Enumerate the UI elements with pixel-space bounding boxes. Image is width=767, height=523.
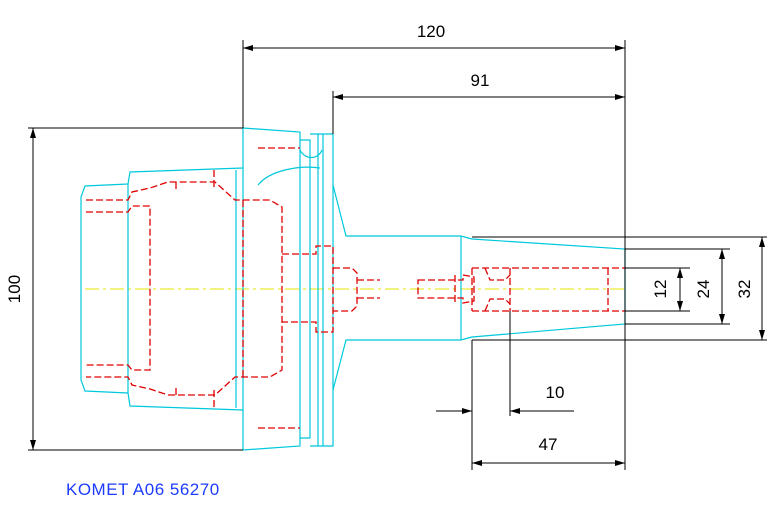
hidden-lines <box>86 147 625 429</box>
dim-inner-diameter: 24 <box>694 280 713 299</box>
dim-bore-depth: 47 <box>539 435 558 454</box>
dim-overall-length: 120 <box>417 22 445 41</box>
dimension-lines <box>28 40 767 470</box>
dim-short-depth: 10 <box>546 383 565 402</box>
dim-outer-diameter: 32 <box>735 280 754 299</box>
dim-flange-diameter: 100 <box>5 275 24 303</box>
dim-bore-diameter: 12 <box>651 280 670 299</box>
part-number-caption: KOMET A06 56270 <box>66 480 220 499</box>
dim-gauge-length: 91 <box>471 71 490 90</box>
